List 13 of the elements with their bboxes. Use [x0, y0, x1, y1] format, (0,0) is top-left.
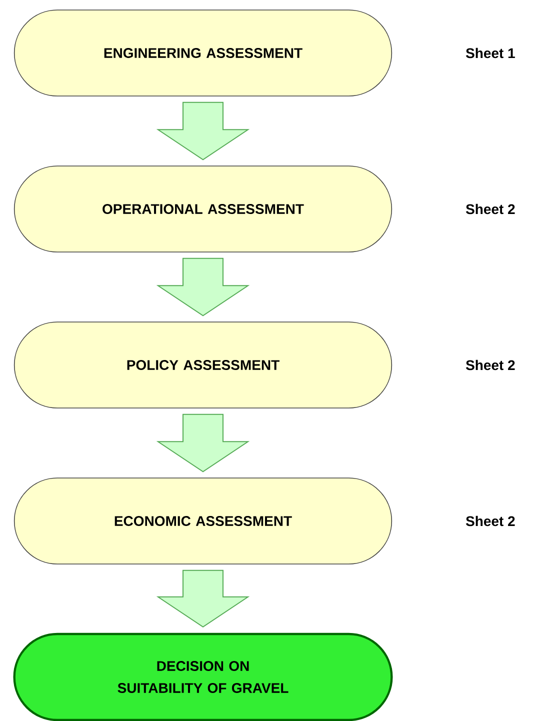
- process-box: ECONOMIC ASSESSMENT: [14, 478, 392, 564]
- block-arrow: [156, 258, 250, 316]
- block-arrow: [156, 102, 250, 160]
- process-box: OPERATIONAL ASSESSMENT: [14, 166, 392, 252]
- sheet-label: Sheet 2: [466, 204, 515, 214]
- block-arrow: [156, 570, 250, 628]
- sheet-label: Sheet 1: [466, 48, 515, 58]
- sheet-label: Sheet 2: [466, 360, 515, 370]
- process-box: POLICY ASSESSMENT: [14, 322, 392, 408]
- process-box: ENGINEERING ASSESSMENT: [14, 10, 392, 96]
- block-arrow: [156, 414, 250, 472]
- sheet-label: Sheet 2: [466, 516, 515, 526]
- decision-box: DECISION ON SUITABILITY OF GRAVEL: [13, 632, 393, 721]
